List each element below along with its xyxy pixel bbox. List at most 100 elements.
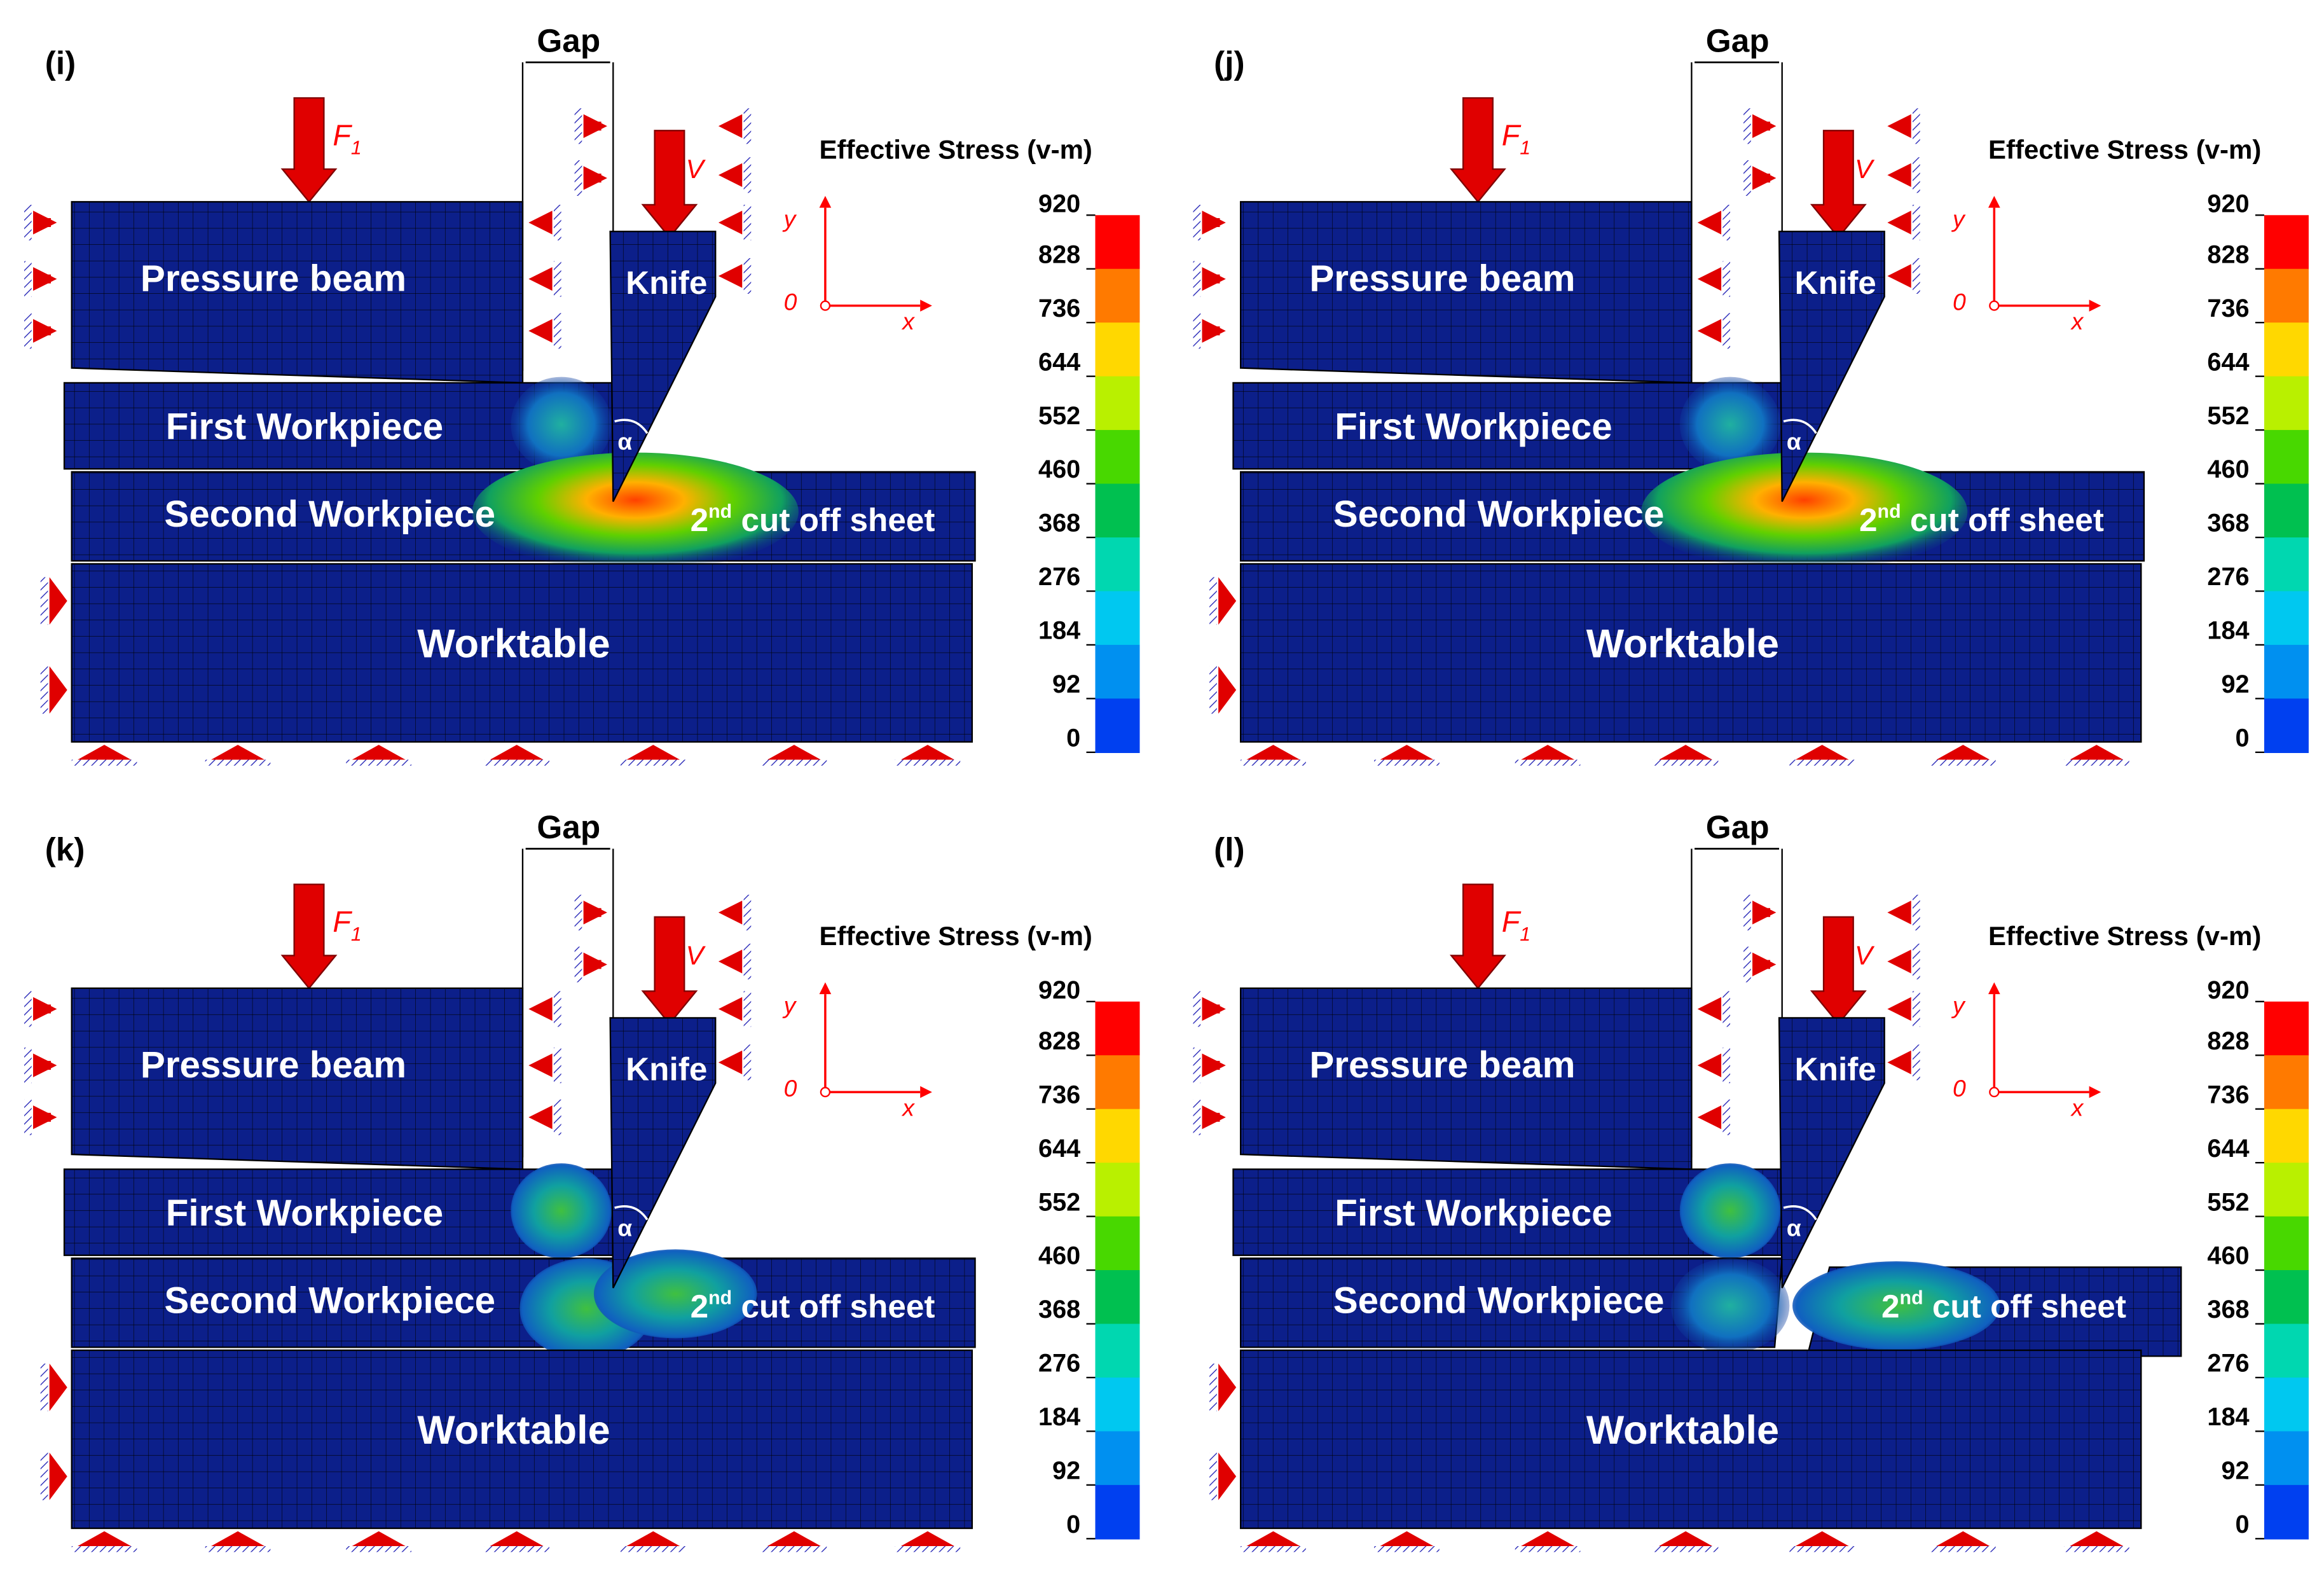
support-triangle [49,666,67,714]
knife-left-support-1 [1743,946,1777,983]
knife-left-support-0 [1743,108,1777,144]
support-hatch [895,1546,961,1552]
support-hatch [71,1546,137,1552]
legend-tick-label-2: 736 [1038,294,1080,322]
support-arrow-shaft [586,121,602,131]
support-triangle [1521,745,1575,760]
support-hatch [1913,157,1920,193]
force-label: F1 [333,905,361,945]
support-triangle [626,745,680,760]
knife-left-support-0 [574,894,607,930]
support-triangle [1380,745,1434,760]
support-arrow [528,1053,553,1077]
force-arrow [1449,97,1506,204]
support-hatch [553,991,561,1027]
legend-tick-label-9: 92 [2221,670,2249,698]
floor-support-3 [1653,745,1719,766]
support-hatch [40,577,48,625]
legend-tick-label-7: 276 [2207,1350,2249,1378]
y-axis-arrowhead [819,982,832,995]
legend-tick-label-10: 0 [1066,724,1080,752]
legend-tick-label-2: 736 [1038,1081,1080,1109]
floor-support-1 [1374,745,1440,766]
legend-tick-label-4: 552 [1038,402,1080,430]
support-arrow-shaft [1755,121,1771,131]
knife [609,230,717,502]
cut-off-sheet-label: 2nd cut off sheet [691,501,935,538]
support-hatch [484,759,549,766]
support-arrow [1887,163,1911,187]
support-triangle [490,1531,544,1547]
legend-swatch-5 [1095,483,1140,539]
legend-swatch-9 [1095,698,1140,754]
support-arrow [528,266,553,291]
velocity-label: V [686,154,706,184]
support-hatch [743,108,752,144]
floor-support-5 [1930,1531,1996,1552]
legend-swatch-0 [2264,1001,2309,1056]
legend-tick-label-7: 276 [1038,563,1080,591]
support-triangle [1380,1531,1434,1547]
legend-swatch-4 [1095,430,1140,485]
knife-right-support-3 [718,1044,752,1081]
support-hatch [743,991,752,1027]
support-hatch [1374,759,1440,766]
support-triangle [626,1531,680,1547]
support-hatch [1930,759,1996,766]
legend-tick-label-3: 644 [2207,1135,2249,1163]
support-triangle [1218,1453,1237,1500]
support-arrow [1697,1053,1722,1077]
worktable-label: Worktable [1586,622,1779,667]
support-triangle [1218,666,1237,714]
sheet-stress [593,1249,757,1339]
support-triangle [1936,745,1990,760]
support-arrow-shaft [36,326,52,336]
axis-origin-marker [1989,1086,2000,1098]
knife-right-support-2 [1887,991,1920,1027]
support-hatch [1209,666,1217,714]
alpha-arc [614,418,649,434]
support-hatch [553,313,561,349]
legend-tick-label-10: 0 [2236,724,2250,752]
gap-label: Gap [1706,809,1770,845]
floor-support-5 [761,745,827,766]
beam-right-support-0 [1697,991,1731,1027]
legend-swatch-5 [2264,1270,2309,1325]
worktable-side-support-0 [1209,577,1237,625]
support-hatch [553,204,561,240]
floor-support-3 [484,1531,549,1552]
first-workpiece-label: First Workpiece [1335,406,1612,448]
floor-support-1 [1374,1531,1440,1552]
legend-title: Effective Stress (v-m) [820,135,1092,165]
alpha-label: α [1787,428,1801,455]
force-label: F1 [1502,119,1530,159]
legend-tick-label-8: 184 [2207,1403,2249,1431]
support-arrow [1887,1050,1911,1075]
velocity-arrow [1810,130,1867,239]
support-triangle [49,1453,67,1500]
beam-left-support-1 [24,1047,57,1084]
beam-left-support-2 [1193,313,1226,349]
support-hatch [574,160,582,196]
floor-support-6 [2063,1531,2129,1552]
legend-swatch-2 [1095,1109,1140,1164]
support-hatch [743,258,752,294]
legend-swatch-6 [1095,537,1140,592]
alpha-arc [614,1205,649,1220]
legend-tick-label-1: 828 [1038,240,1080,268]
legend-title: Effective Stress (v-m) [820,921,1092,951]
axis-x-label: x [901,1094,915,1121]
cut-off-sheet-ordinal: 2 [691,1289,709,1325]
knife-label: Knife [626,265,707,301]
legend-tick-label-10: 0 [2236,1510,2250,1538]
velocity-arrow [1810,916,1867,1025]
beam-left-support-0 [24,991,57,1027]
first-workpiece-label: First Workpiece [1335,1192,1612,1234]
gap-label: Gap [537,809,600,845]
support-arrow [718,163,743,187]
support-hatch [743,894,752,930]
velocity-arrow [641,916,698,1025]
